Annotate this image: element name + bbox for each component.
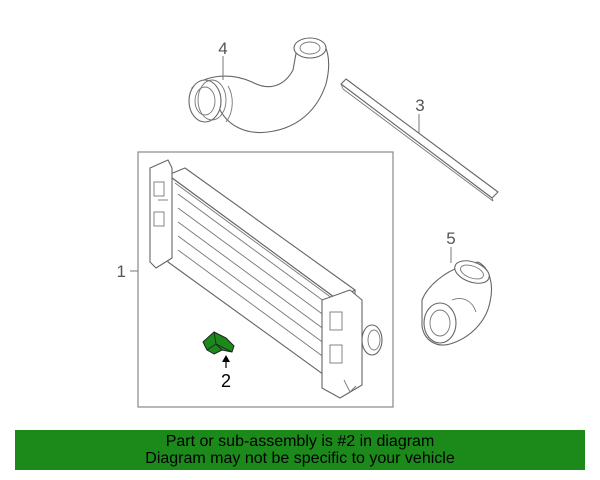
callout-3: 3 [415,96,424,115]
outlet-hose-part-5 [421,260,493,346]
callout-2: 2 [221,371,231,391]
info-banner: Part or sub-assembly is #2 in diagram Di… [15,430,585,470]
arrow-up-icon [222,355,230,362]
parts-diagram: 4 3 1 [117,37,499,408]
bracket-part-2 [202,331,235,355]
callout-5: 5 [446,229,455,248]
intake-hose-part-4 [188,37,330,134]
banner-line-1: Part or sub-assembly is #2 in diagram [165,433,435,450]
intercooler-box [137,151,394,408]
intercooler-core [149,159,383,399]
callout-4: 4 [218,39,227,58]
callout-1: 1 [117,262,126,281]
seal-strip-part-3 [340,78,499,202]
banner-line-2: Diagram may not be specific to your vehi… [145,450,455,467]
